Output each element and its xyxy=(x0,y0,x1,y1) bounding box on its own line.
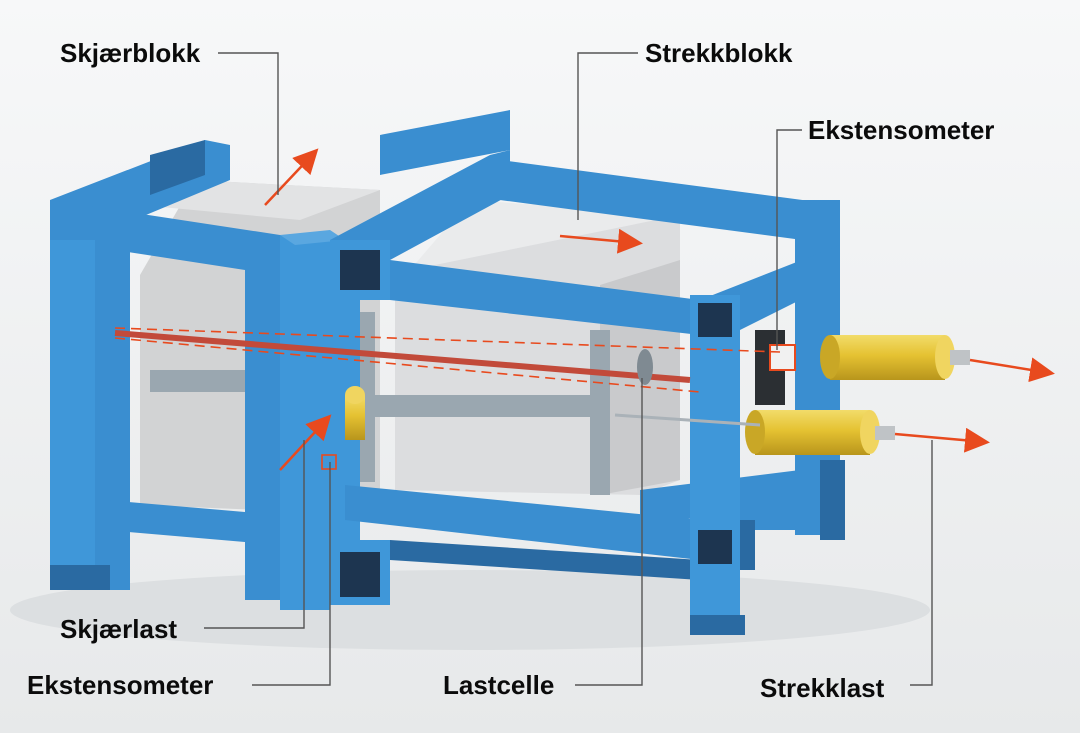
label-lastcelle: Lastcelle xyxy=(443,670,554,700)
label-skjaerlast: Skjærlast xyxy=(60,614,177,644)
leader-lastcelle xyxy=(575,378,643,686)
tube-end-bottom-right xyxy=(698,530,732,564)
tube-end-top-right xyxy=(698,303,732,337)
leader-skjaerlast xyxy=(204,440,305,629)
frame-middle xyxy=(330,150,700,605)
shear-block-arrow xyxy=(264,148,319,206)
tension-block-arrow xyxy=(559,228,643,254)
tension-load-arrow-lower xyxy=(894,427,990,453)
leader-ekstensometer-top xyxy=(776,129,802,350)
leader-ekstensometer-bottom xyxy=(252,462,331,686)
label-ekstensometer-top: Ekstensometer xyxy=(808,115,994,145)
tube-end-top-left xyxy=(340,250,380,290)
label-strekkblokk: Strekkblokk xyxy=(645,38,793,68)
leader-strekkblokk xyxy=(577,52,638,220)
label-strekklast: Strekklast xyxy=(760,673,885,703)
load-cell xyxy=(637,349,653,385)
extensometer-bracket xyxy=(755,330,796,405)
leader-lines xyxy=(204,52,933,686)
tie-rods xyxy=(114,330,761,427)
leader-skjaerblokk xyxy=(218,52,279,195)
leader-strekklast xyxy=(910,440,933,686)
shear-cylinder xyxy=(345,386,365,440)
tension-cylinder-upper xyxy=(820,335,970,380)
shear-extensometer-marker xyxy=(321,454,337,470)
tension-load-arrow-upper xyxy=(969,357,1055,383)
label-skjaerblokk: Skjærblokk xyxy=(60,38,201,68)
frame-front-right xyxy=(690,245,840,635)
tension-cylinder-lower xyxy=(745,410,895,455)
dashed-rod-outline xyxy=(114,327,781,393)
label-ekstensometer-bottom: Ekstensometer xyxy=(27,670,213,700)
tube-end-bottom-left xyxy=(340,552,380,597)
tension-block xyxy=(395,200,680,495)
